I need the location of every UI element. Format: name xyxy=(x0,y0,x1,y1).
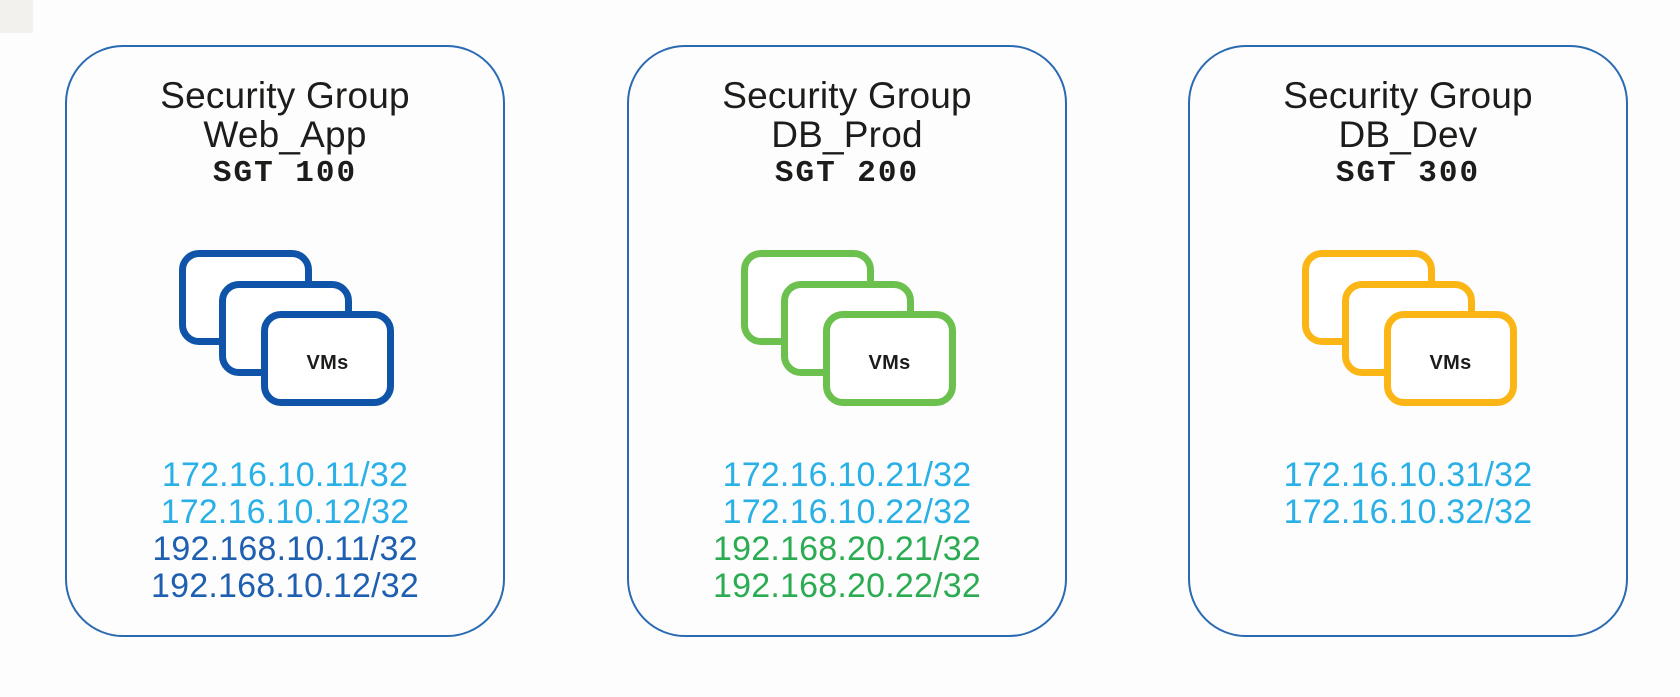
ip-address: 172.16.10.12/32 xyxy=(160,493,410,531)
ip-address: 172.16.10.32/32 xyxy=(1283,493,1533,531)
security-group-name: Web_App xyxy=(203,114,367,155)
ip-address-list: 172.16.10.31/32 172.16.10.32/32 xyxy=(1190,457,1626,531)
sgt-tag: SGT 200 xyxy=(774,156,920,191)
security-group-card-db-dev: Security Group DB_Dev SGT 300 VMs 172.16… xyxy=(1188,45,1628,637)
corner-artifact xyxy=(0,0,33,33)
ip-address: 172.16.10.31/32 xyxy=(1283,456,1533,494)
security-group-title: Security Group DB_Prod SGT 200 xyxy=(629,47,1065,194)
ip-address-list: 172.16.10.21/32 172.16.10.22/32 192.168.… xyxy=(629,457,1065,605)
ip-address: 192.168.20.21/32 xyxy=(713,530,981,568)
security-group-card-db-prod: Security Group DB_Prod SGT 200 VMs 172.1… xyxy=(627,45,1067,637)
vm-stack-icon: VMs xyxy=(1302,250,1517,406)
ip-address: 172.16.10.22/32 xyxy=(722,493,972,531)
vm-box-front-icon: VMs xyxy=(261,311,394,406)
sgt-tag: SGT 300 xyxy=(1335,156,1481,191)
security-group-label: Security Group xyxy=(722,75,972,116)
vm-label: VMs xyxy=(868,352,911,374)
security-group-card-web-app: Security Group Web_App SGT 100 VMs 172.1… xyxy=(65,45,505,637)
ip-address: 192.168.10.11/32 xyxy=(152,530,418,568)
vm-label: VMs xyxy=(306,352,349,374)
ip-address-list: 172.16.10.11/32 172.16.10.12/32 192.168.… xyxy=(67,457,503,605)
ip-address: 172.16.10.21/32 xyxy=(722,456,972,494)
vm-box-front-icon: VMs xyxy=(1384,311,1517,406)
security-group-title: Security Group Web_App SGT 100 xyxy=(67,47,503,194)
sgt-tag: SGT 100 xyxy=(212,156,358,191)
vm-stack-icon: VMs xyxy=(179,250,394,406)
security-group-label: Security Group xyxy=(160,75,410,116)
vm-stack-icon: VMs xyxy=(741,250,956,406)
security-group-name: DB_Prod xyxy=(771,114,923,155)
ip-address: 172.16.10.11/32 xyxy=(161,456,409,494)
security-group-title: Security Group DB_Dev SGT 300 xyxy=(1190,47,1626,194)
security-group-name: DB_Dev xyxy=(1338,114,1478,155)
ip-address: 192.168.20.22/32 xyxy=(713,567,981,605)
vm-box-front-icon: VMs xyxy=(823,311,956,406)
vm-label: VMs xyxy=(1429,352,1472,374)
security-group-label: Security Group xyxy=(1283,75,1533,116)
ip-address: 192.168.10.12/32 xyxy=(151,567,419,605)
